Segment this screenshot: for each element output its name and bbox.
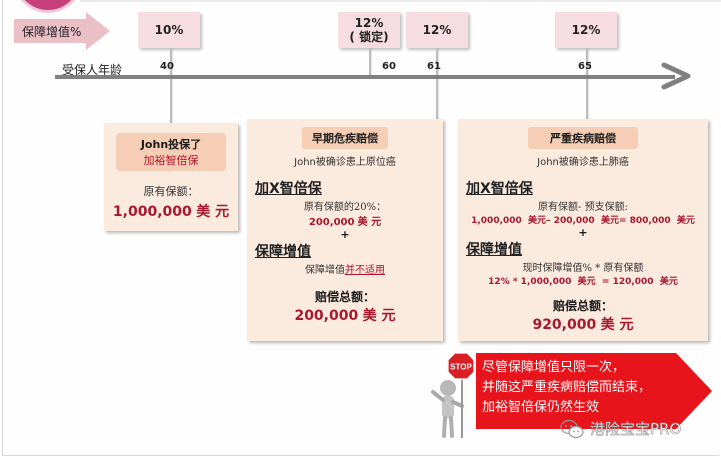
card-critical-illness-claim: 严重疾病赔偿 John被确诊患上肺癌 加X智倍保 原有保额- 预支保额: 1,0… (458, 119, 708, 341)
card1-amount-row: 1,000,000 美 元 (104, 201, 238, 221)
card3-diagnosis: John被确诊患上肺癌 (537, 157, 629, 168)
card-early-illness-claim: 早期危疾赔偿 John被确诊患上原位癌 加X智倍保 原有保额的20%： 200,… (247, 119, 443, 341)
card2-bonus-heading: 保障增值 (255, 244, 311, 260)
age-tick-60: 60 (382, 61, 396, 72)
card2-product-heading: 加X智倍保 (255, 181, 322, 197)
card3-product-desc: 原有保额- 预支保额: (538, 202, 628, 213)
card-policy-purchase: John投保了 加裕智倍保 原有保额： 1,000,000 美 元 (104, 123, 238, 231)
card3-total-row: 920,000 美 元 (466, 314, 700, 334)
age-tick-61: 61 (427, 61, 441, 72)
watermark: 港险宝宝PRO (560, 418, 682, 439)
notice-line-1: 尽管保障增值只限一次， (482, 360, 626, 375)
card2-plus: + (340, 228, 350, 241)
card2-total-row: 200,000 美 元 (255, 305, 435, 325)
top-border (80, 0, 721, 2)
age-axis-line (55, 75, 675, 79)
connector-40-top (170, 48, 172, 78)
wechat-icon (560, 419, 584, 438)
arrow-shape-icon (14, 12, 110, 50)
card2-bonus-desc: 保障增值并不适用 (305, 265, 385, 276)
age-tick-65: 65 (578, 61, 592, 72)
banner-arrow-shape-icon (476, 353, 712, 429)
card3-total-currency: 美 元 (600, 317, 634, 333)
card1-title-line2: 加裕智倍保 (143, 154, 199, 167)
card2-total-label: 赔偿总额： (314, 290, 375, 304)
card3-total-amount: 920,000 (532, 317, 597, 333)
notice-line-2: 并随这严重疾病赔偿而结束， (482, 380, 652, 395)
axis-label: 受保人年龄 (62, 63, 123, 77)
stop-sign-icon: STOP (447, 352, 475, 380)
card1-title-box: John投保了 加裕智倍保 (116, 133, 226, 171)
card3-title: 严重疾病赔偿 (528, 127, 638, 149)
card1-amount: 1,000,000 (112, 204, 192, 220)
connector-60-top (369, 48, 371, 78)
card2-total-currency: 美 元 (362, 308, 396, 324)
card3-bonus-formula: 12% * 1,000,000 美元 = 120,000 美元 (488, 277, 678, 287)
card3-bonus-desc: 现时保障增值% * 原有保额 (522, 263, 644, 274)
card2-title: 早期危疾赔偿 (302, 127, 388, 149)
watermark-text: 港险宝宝PRO (590, 420, 682, 439)
card3-bonus-heading: 保障增值 (466, 242, 522, 258)
percent-box-age-40: 10% (138, 12, 200, 48)
header-label: 保障增值% (22, 25, 82, 39)
person-figure-icon (431, 378, 464, 438)
card2-diagnosis: John被确诊患上原位癌 (294, 157, 396, 168)
connector-65-bottom (586, 79, 588, 119)
notice-banner (476, 353, 712, 429)
header-arrow: 保障增值% (14, 12, 114, 50)
percent-box-age-65: 12% (555, 12, 617, 48)
svg-text:STOP: STOP (450, 363, 472, 372)
decorative-circle (16, 0, 80, 10)
card3-product-formula: 1,000,000 美元– 200,000 美元= 800,000 美元 (471, 216, 695, 226)
connector-61-bottom (436, 79, 438, 119)
connector-40-bottom (170, 79, 172, 123)
card3-total-label: 赔偿总额： (552, 299, 613, 313)
card3-plus: + (578, 226, 588, 239)
notice-text: 尽管保障增值只限一次， 并随这严重疾病赔偿而结束， 加裕智倍保仍然生效 (482, 358, 651, 418)
connector-61-top (436, 48, 438, 78)
card3-product-heading: 加X智倍保 (466, 181, 533, 197)
card2-product-desc: 原有保额的20%： (303, 202, 387, 213)
card1-label: 原有保额： (143, 185, 199, 198)
connector-65-top (586, 48, 588, 78)
percent-box-age-60: 12% ( 锁定) (338, 12, 400, 48)
card2-total-amount: 200,000 (294, 308, 359, 324)
card1-title-line1: John投保了 (140, 138, 202, 151)
age-tick-40: 40 (160, 61, 174, 72)
notice-line-3: 加裕智倍保仍然生效 (482, 400, 600, 415)
axis-arrowhead-icon (661, 62, 691, 90)
not-applicable-text: 并不适用 (345, 265, 385, 276)
card1-currency: 美 元 (196, 204, 230, 220)
percent-box-age-61: 12% (406, 12, 468, 48)
card2-product-amount-row: 200,000 美 元 (308, 217, 382, 228)
